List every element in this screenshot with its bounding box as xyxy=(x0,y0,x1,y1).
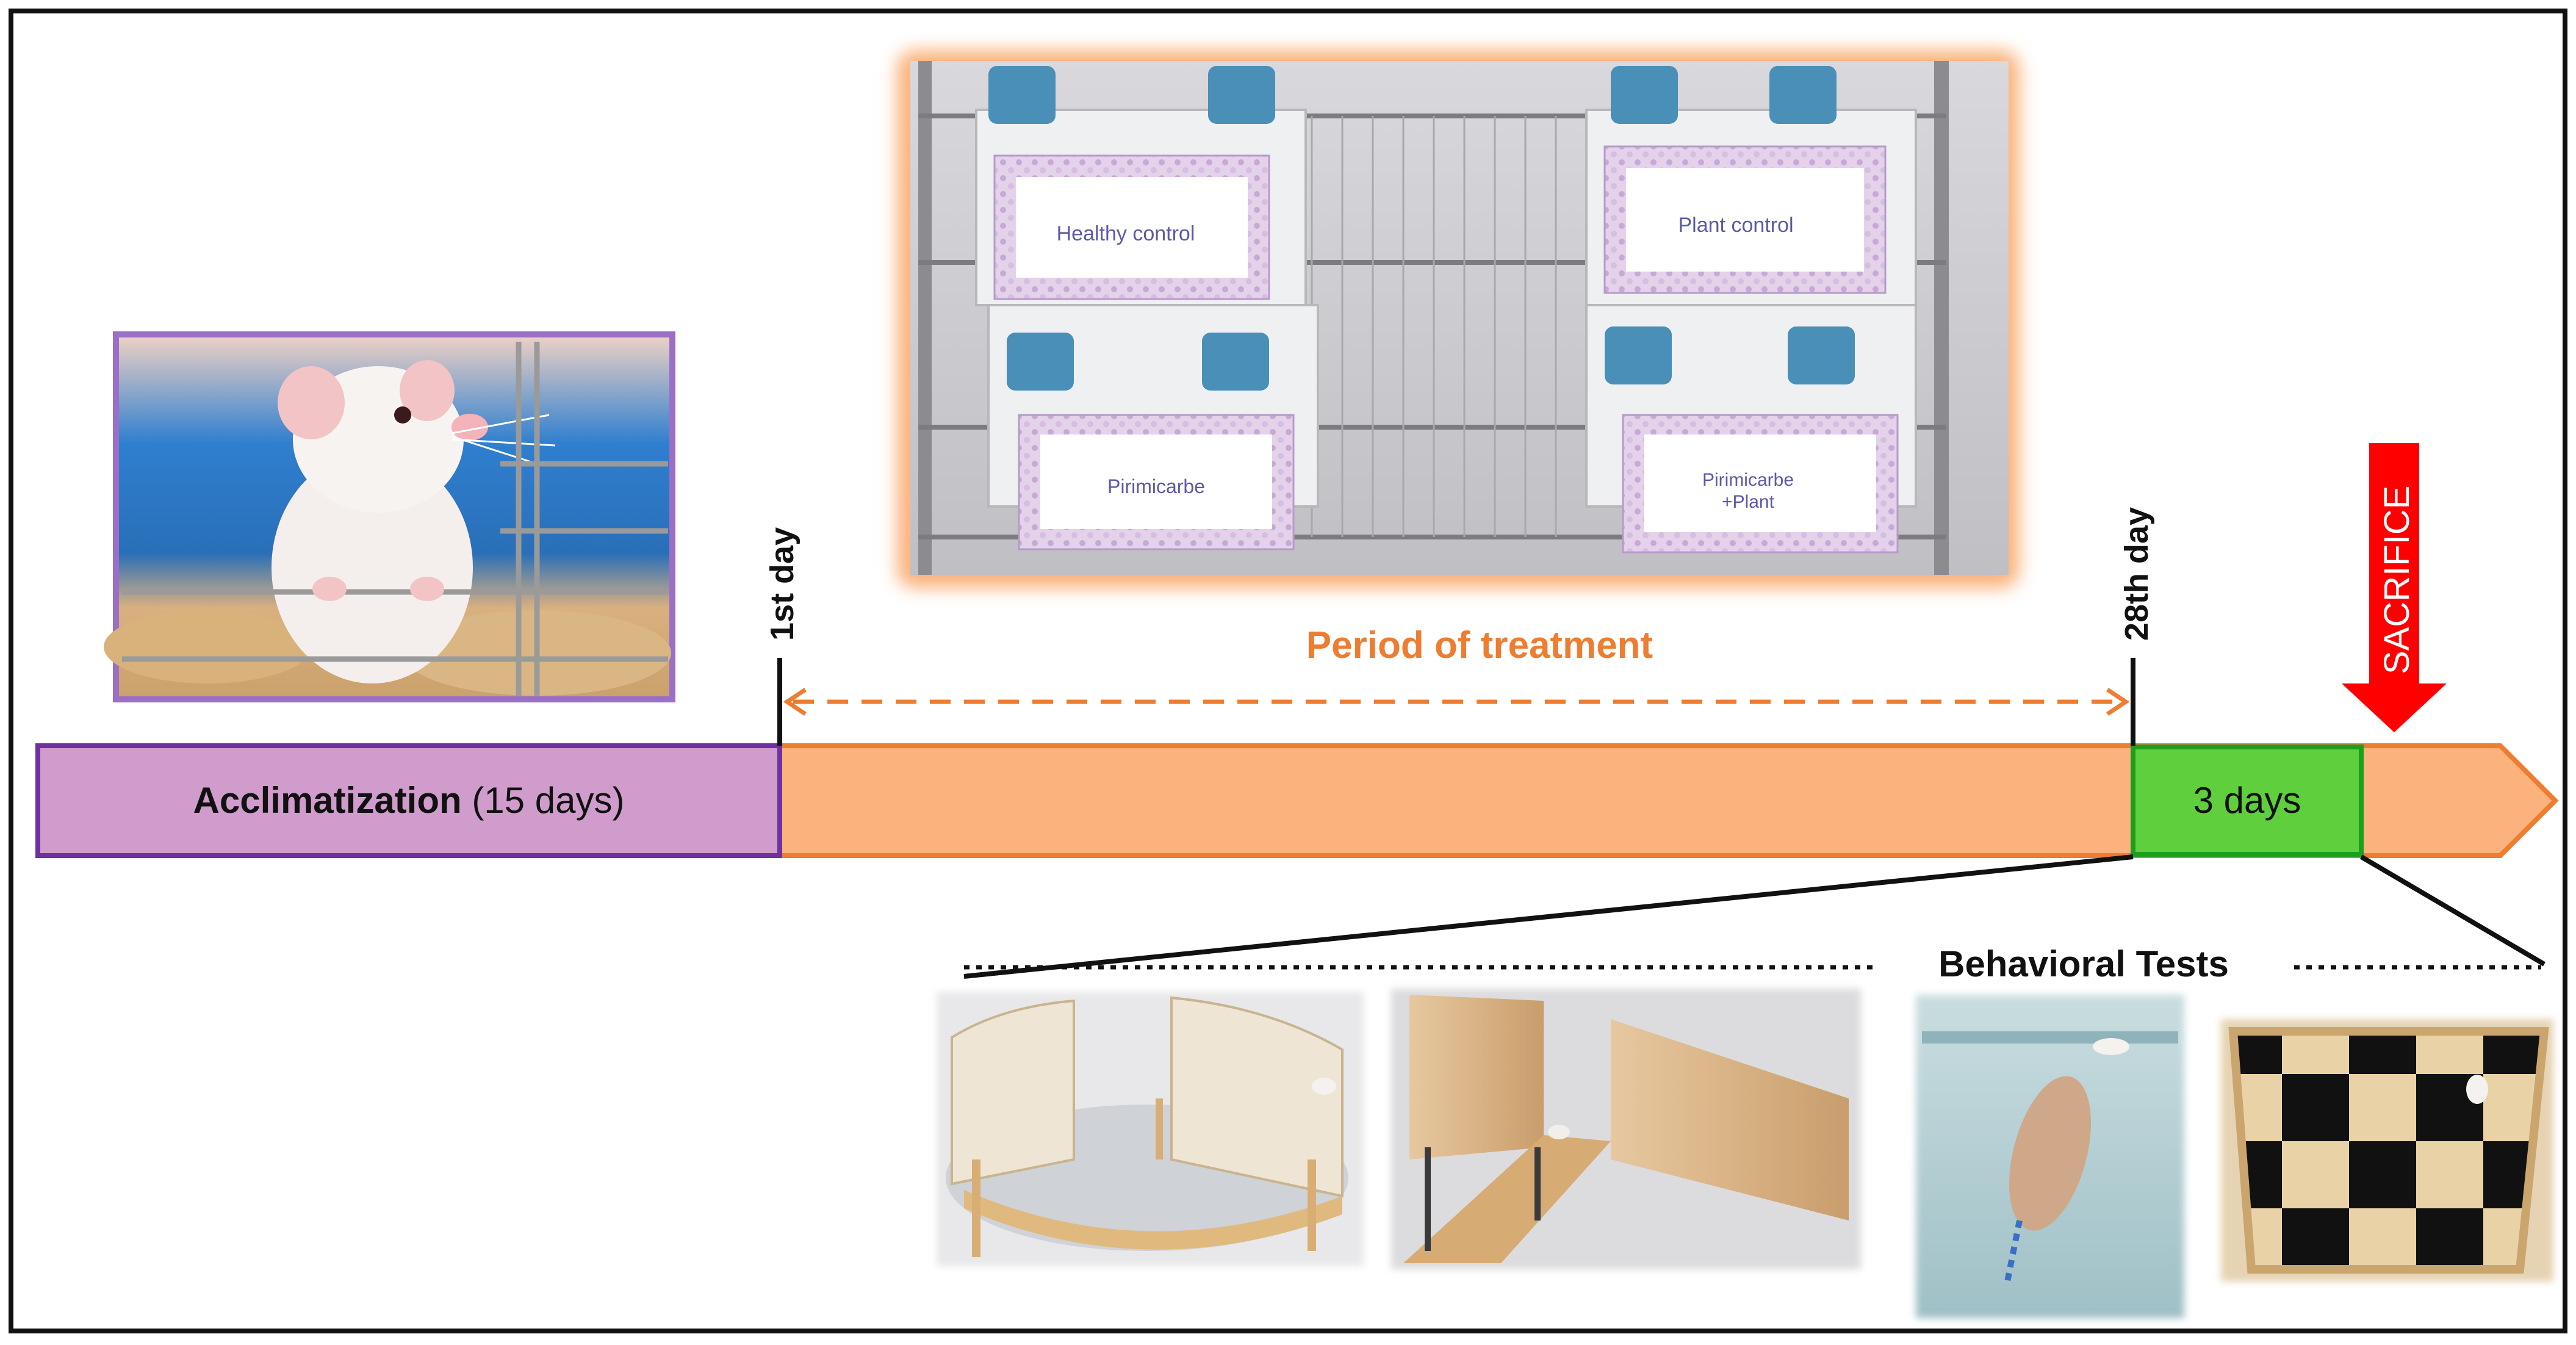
open-field-photo xyxy=(2221,1019,2553,1282)
day-28-label: 28th day xyxy=(2118,507,2155,641)
behavioral-tests-label: Behavioral Tests xyxy=(1938,943,2229,984)
first-day-label: 1st day xyxy=(764,527,801,641)
cage-label-pirimicarbe-plant-line2: +Plant xyxy=(1722,492,1775,512)
sacrifice-label: SACRIFICE xyxy=(2377,486,2417,674)
three-days-box xyxy=(2131,745,2364,857)
acclimatization-label: Acclimatization (15 days) xyxy=(193,780,625,821)
t-maze-photo xyxy=(1391,989,1861,1269)
three-days-label: 3 days xyxy=(2193,780,2301,821)
acclimatization-box xyxy=(35,743,782,858)
sacrifice-arrow: SACRIFICE xyxy=(2342,443,2447,732)
treatment-double-arrow xyxy=(783,688,2130,716)
cage-label-plant-control: Plant control xyxy=(1678,214,1794,237)
cage-label-healthy-control: Healthy control xyxy=(1057,222,1195,245)
zoom-line-left xyxy=(963,854,2134,979)
period-of-treatment-label: Period of treatment xyxy=(1306,624,1653,666)
cage-label-pirimicarbe: Pirimicarbe xyxy=(1107,475,1205,497)
circular-maze-photo xyxy=(937,992,1364,1266)
cage-shelf-photo: Healthy control Plant control Pirimicarb… xyxy=(897,50,2020,588)
forced-swim-photo xyxy=(1916,995,2184,1318)
rat-photo xyxy=(104,331,675,702)
cage-label-pirimicarbe-plant-line1: Pirimicarbe xyxy=(1702,470,1794,490)
zoom-line-right xyxy=(2359,854,2546,967)
